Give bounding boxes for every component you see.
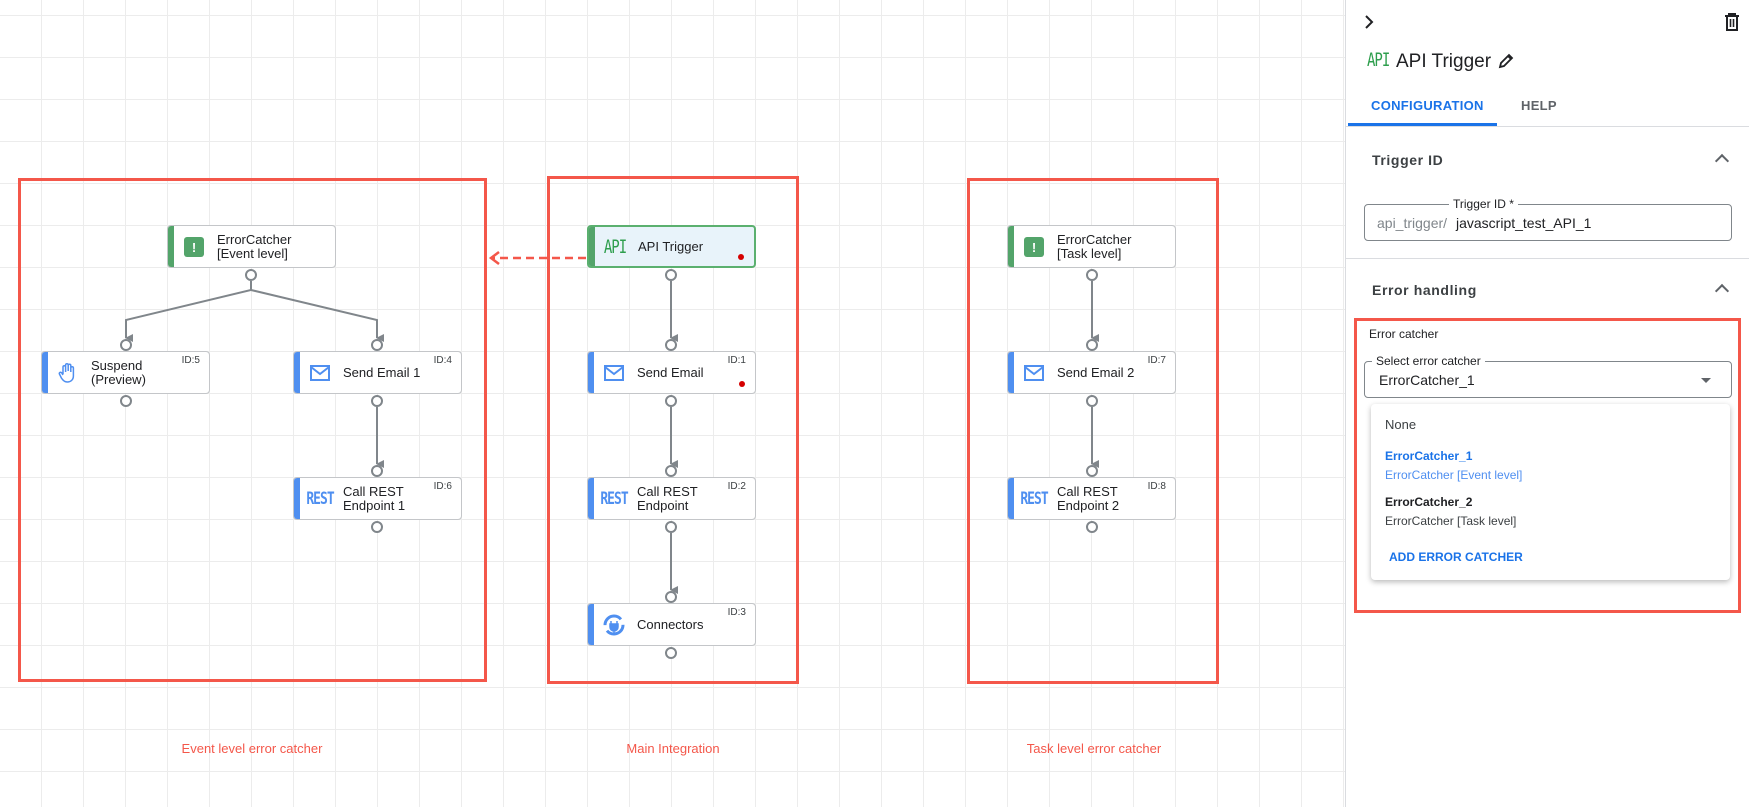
node-title: Send Email <box>637 364 704 380</box>
node-send-email[interactable]: Send Email ID:1 <box>587 351 756 394</box>
task-level-group-box <box>967 178 1219 684</box>
error-indicator-dot <box>739 381 745 387</box>
error-catcher-options-menu: None ErrorCatcher_1 ErrorCatcher [Event … <box>1371 404 1730 580</box>
node-call-rest[interactable]: REST Call REST Endpoint ID:2 <box>587 477 756 520</box>
dropdown-arrow-icon <box>1701 378 1711 383</box>
tab-configuration[interactable]: CONFIGURATION <box>1371 98 1484 113</box>
node-id: ID:3 <box>727 607 746 618</box>
chevron-up-icon[interactable] <box>1714 283 1730 299</box>
node-error-catcher-event[interactable]: ! ErrorCatcher [Event level] <box>167 225 336 268</box>
trigger-id-field[interactable]: Trigger ID * api_trigger/ javascript_tes… <box>1364 197 1732 241</box>
trigger-id-prefix: api_trigger/ <box>1377 215 1448 231</box>
node-id: ID:1 <box>727 355 746 366</box>
chevron-right-icon <box>1365 15 1374 29</box>
node-title: Call REST Endpoint 2 <box>1057 483 1120 513</box>
node-send-email-1[interactable]: Send Email 1 ID:4 <box>293 351 462 394</box>
option-errorcatcher-2[interactable]: ErrorCatcher_2 <box>1385 495 1473 509</box>
delete-button[interactable] <box>1724 13 1740 36</box>
node-id: ID:7 <box>1147 355 1166 366</box>
selected-value: ErrorCatcher_1 <box>1379 372 1475 388</box>
panel-title: API Trigger <box>1396 51 1492 72</box>
active-tab-indicator <box>1348 123 1497 126</box>
error-catcher-icon: ! <box>182 236 206 258</box>
error-handling-section-header[interactable]: Error handling <box>1372 282 1477 298</box>
node-suspend[interactable]: Suspend (Preview) ID:5 <box>41 351 210 394</box>
api-icon: API <box>1367 50 1390 72</box>
mail-icon <box>602 362 626 384</box>
option-errorcatcher-1[interactable]: ErrorCatcher_1 <box>1385 449 1473 463</box>
divider <box>1346 258 1749 259</box>
option-none[interactable]: None <box>1385 417 1417 432</box>
rest-icon: REST <box>306 489 334 509</box>
node-id: ID:4 <box>433 355 452 366</box>
mail-icon <box>1022 362 1046 384</box>
rest-icon: REST <box>600 489 628 509</box>
api-icon: API <box>603 237 627 259</box>
group-label-main: Main Integration <box>626 741 720 756</box>
add-error-catcher-button[interactable]: ADD ERROR CATCHER <box>1389 550 1523 564</box>
node-title: Send Email 2 <box>1057 364 1135 380</box>
node-title: Connectors <box>637 616 704 632</box>
group-label-event: Event level error catcher <box>181 741 323 756</box>
node-call-rest-1[interactable]: REST Call REST Endpoint 1 ID:6 <box>293 477 462 520</box>
node-error-catcher-task[interactable]: ! ErrorCatcher [Task level] <box>1007 225 1176 268</box>
node-title: ErrorCatcher [Task level] <box>1057 231 1132 261</box>
field-label: Trigger ID * <box>1449 197 1518 211</box>
error-catcher-subheading: Error catcher <box>1369 327 1439 341</box>
trigger-id-value[interactable]: javascript_test_API_1 <box>1456 215 1592 231</box>
config-panel: API API Trigger CONFIGURATION HELP Trigg… <box>1345 0 1749 807</box>
trash-icon <box>1725 13 1739 31</box>
node-title: API Trigger <box>638 238 704 254</box>
node-title: Call REST Endpoint 1 <box>343 483 406 513</box>
option-errorcatcher-1-desc: ErrorCatcher [Event level] <box>1385 468 1523 482</box>
trigger-id-section-header[interactable]: Trigger ID <box>1372 152 1444 168</box>
node-title: Call REST Endpoint <box>637 483 698 513</box>
node-id: ID:8 <box>1147 481 1166 492</box>
chevron-up-icon[interactable] <box>1714 153 1730 169</box>
option-errorcatcher-2-desc: ErrorCatcher [Task level] <box>1385 514 1517 528</box>
integration-canvas[interactable]: ! ErrorCatcher [Event level] Suspend (Pr… <box>0 0 1345 807</box>
node-api-trigger[interactable]: API API Trigger <box>587 225 756 268</box>
connector-plug-icon <box>602 614 626 636</box>
main-integration-group-box <box>547 176 799 684</box>
error-catcher-icon: ! <box>1022 236 1046 258</box>
error-indicator-dot <box>738 254 744 260</box>
node-id: ID:2 <box>727 481 746 492</box>
error-catcher-highlight-box <box>1354 318 1741 613</box>
pencil-icon <box>1498 53 1514 69</box>
collapse-panel-button[interactable] <box>1362 14 1376 30</box>
node-title: ErrorCatcher [Event level] <box>217 231 292 261</box>
node-id: ID:5 <box>181 355 200 366</box>
divider <box>1346 126 1749 127</box>
node-call-rest-2[interactable]: REST Call REST Endpoint 2 ID:8 <box>1007 477 1176 520</box>
field-label: Select error catcher <box>1372 354 1485 368</box>
edit-title-button[interactable] <box>1498 53 1514 74</box>
tab-help[interactable]: HELP <box>1521 98 1557 113</box>
node-connectors[interactable]: Connectors ID:3 <box>587 603 756 646</box>
node-title: Send Email 1 <box>343 364 421 380</box>
group-label-task: Task level error catcher <box>1026 741 1162 756</box>
event-level-group-box <box>18 178 487 682</box>
node-title: Suspend (Preview) <box>91 357 146 387</box>
select-error-catcher-dropdown[interactable]: Select error catcher ErrorCatcher_1 <box>1364 354 1732 398</box>
node-send-email-2[interactable]: Send Email 2 ID:7 <box>1007 351 1176 394</box>
rest-icon: REST <box>1020 489 1048 509</box>
node-id: ID:6 <box>433 481 452 492</box>
hand-icon <box>56 362 80 384</box>
mail-icon <box>308 362 332 384</box>
